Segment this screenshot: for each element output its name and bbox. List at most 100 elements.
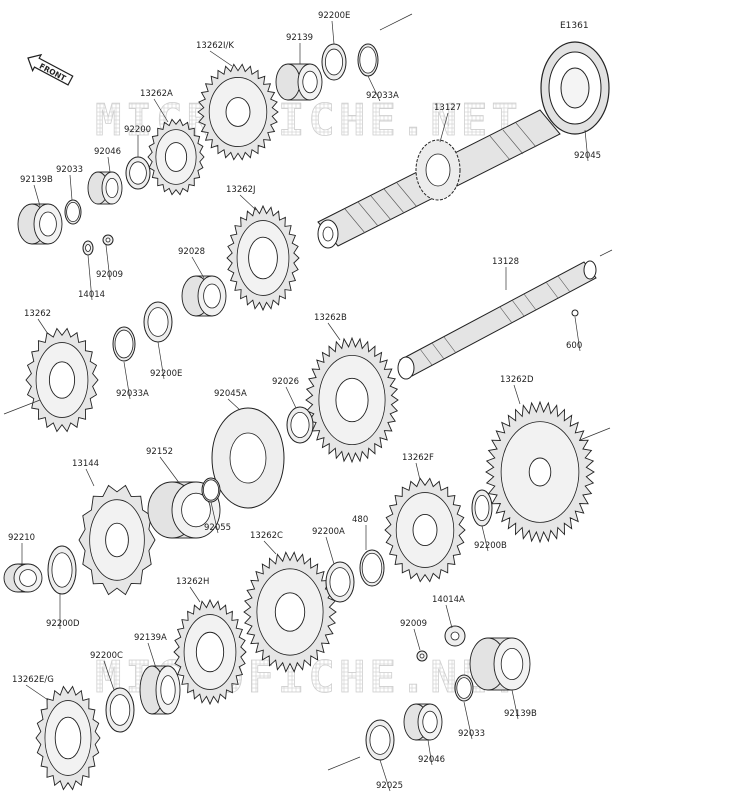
- label-p13127: 13127: [434, 103, 461, 113]
- label-p92009b: 92009: [400, 619, 427, 629]
- circlip-92033A: [112, 326, 136, 362]
- label-p13262: 13262: [24, 309, 51, 319]
- label-p600: 600: [566, 341, 582, 351]
- leader-p92055: [210, 501, 219, 534]
- axis-arrow-2: [579, 427, 611, 441]
- label-p92139: 92139: [286, 33, 313, 43]
- label-p92028: 92028: [178, 247, 205, 257]
- label-p92200D: 92200D: [46, 619, 80, 629]
- leader-p92139B_left: [33, 184, 41, 207]
- leader-p92046b: [427, 739, 433, 766]
- shaft-13128: [397, 260, 597, 380]
- label-p92200A: 92200A: [312, 527, 345, 537]
- leader-p13262J: [239, 194, 257, 211]
- label-p92139Bb: 92139B: [504, 709, 537, 719]
- leader-p92026: [285, 386, 297, 409]
- gear-13262C: [243, 551, 337, 673]
- leader-p92152: [159, 456, 181, 485]
- needle-bearing-92046b: [403, 703, 443, 741]
- circlip-480: [359, 549, 385, 587]
- label-p14014A: 14014A: [432, 595, 465, 605]
- label-p13262EG: 13262E/G: [12, 675, 54, 685]
- leader-p13262: [37, 318, 49, 335]
- leader-p14014: [87, 254, 93, 301]
- label-p92200E: 92200E: [150, 369, 182, 379]
- label-p92045: 92045: [574, 151, 601, 161]
- needle-bearing-92046: [87, 171, 123, 205]
- label-p13262F: 13262F: [402, 453, 434, 463]
- gear-13262A: [147, 118, 205, 196]
- label-p92045A: 92045A: [214, 389, 247, 399]
- bearing-92045: [540, 41, 610, 135]
- label-p92033A_top: 92033A: [366, 91, 399, 101]
- leader-p92200C: [103, 660, 115, 691]
- label-p13262C: 13262C: [250, 531, 283, 541]
- washer-92200D: [47, 545, 77, 595]
- label-p13262IK: 13262I/K: [196, 41, 234, 51]
- leader-p92200B: [481, 525, 489, 552]
- label-p92152: 92152: [146, 447, 173, 457]
- needle-bearing-92139A: [139, 665, 181, 715]
- label-p13262J: 13262J: [226, 185, 256, 195]
- washer-14014: [82, 240, 94, 256]
- leader-p13262A: [153, 98, 169, 123]
- label-p13262B: 13262B: [314, 313, 347, 323]
- leader-p92033: [69, 174, 73, 201]
- axis-arrow-1: [3, 399, 41, 415]
- washer-92026: [286, 406, 314, 444]
- collar-92139Bb: [469, 637, 531, 691]
- leader-p92139A: [147, 642, 157, 669]
- label-p92200: 92200: [124, 125, 151, 135]
- label-p13262H: 13262H: [176, 577, 209, 587]
- axis-arrow-3: [327, 756, 361, 771]
- leader-p13262H: [189, 586, 201, 603]
- bushing-92028: [181, 275, 227, 317]
- oring-92055: [201, 477, 221, 503]
- leader-p92009: [105, 244, 111, 281]
- gear-13262IK: [197, 63, 279, 161]
- leader-p13127: [439, 112, 449, 143]
- gear-13262EG: [35, 685, 101, 791]
- leader-p600: [574, 316, 581, 352]
- front-arrow-icon: FRONT: [27, 53, 74, 86]
- leader-p92139Bb: [511, 689, 519, 720]
- label-p92139B_left: 92139B: [20, 175, 53, 185]
- nut-92210: [3, 563, 43, 593]
- label-p92026: 92026: [272, 377, 299, 387]
- label-p13128: 13128: [492, 257, 519, 267]
- bearing-92045A: [211, 407, 285, 509]
- leader-p92200E_top: [331, 20, 335, 45]
- washer-92200E-top: [321, 43, 347, 81]
- label-p14014: 14014: [78, 290, 105, 300]
- leader-p92046_top: [107, 156, 111, 173]
- leader-p92033A: [123, 361, 131, 400]
- label-p92139A: 92139A: [134, 633, 167, 643]
- leader-p13262IK: [209, 50, 233, 67]
- leader-p13262F: [415, 462, 421, 481]
- circlip-92033b: [454, 674, 474, 702]
- leader-p92200E: [157, 341, 165, 380]
- leader-p92045A: [227, 398, 241, 411]
- gear-13262H: [173, 598, 247, 706]
- leader-p92025: [379, 759, 391, 792]
- gear-13262F: [384, 477, 466, 583]
- leader-p13262C: [263, 540, 277, 555]
- washer-92200: [125, 156, 151, 190]
- bolt-92009b: [416, 650, 428, 662]
- label-p92009: 92009: [96, 270, 123, 280]
- leader-p13262D: [513, 384, 521, 405]
- label-p92200E_top: 92200E: [318, 11, 350, 21]
- label-p13262D: 13262D: [500, 375, 534, 385]
- label-p92200B: 92200B: [474, 541, 507, 551]
- washer-92200C: [105, 687, 135, 733]
- front-label: FRONT: [38, 61, 68, 83]
- leader-p92200A: [325, 536, 335, 565]
- circlip-92033: [64, 199, 82, 225]
- bolt-92009: [102, 234, 114, 246]
- gear-13262D: [485, 400, 595, 544]
- label-p92033A: 92033A: [116, 389, 149, 399]
- ref-code: E1361: [560, 21, 589, 31]
- shaft-13127: [317, 109, 561, 249]
- label-p92200C: 92200C: [90, 651, 123, 661]
